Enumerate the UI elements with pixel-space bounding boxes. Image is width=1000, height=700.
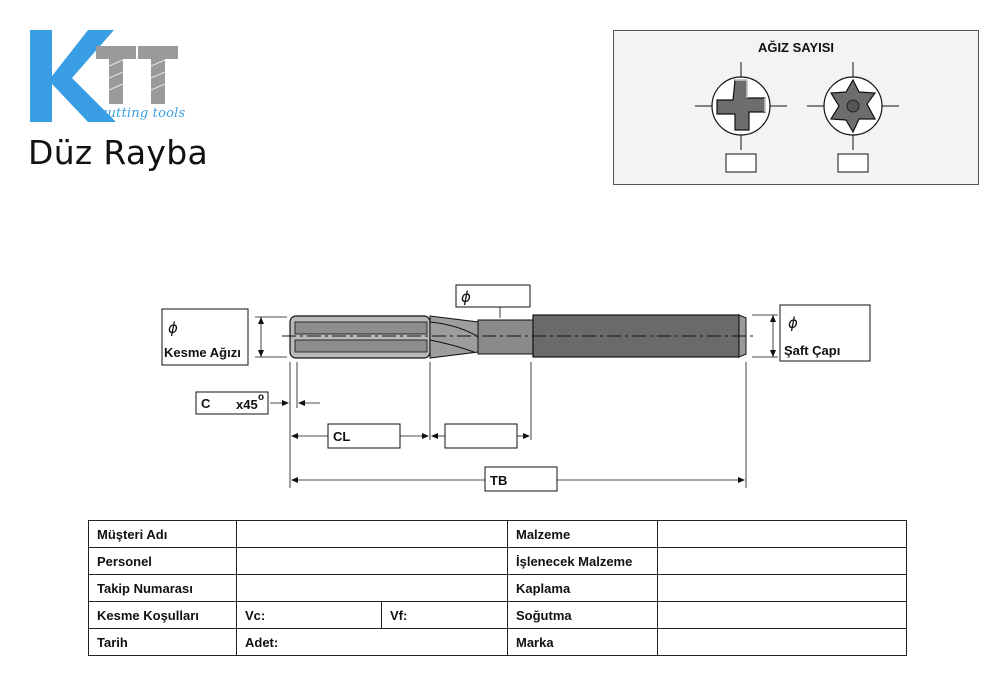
cutting-length-label: CL [333, 429, 350, 444]
material-label: Malzeme [507, 520, 658, 548]
chamfer-callout: C x45 o [195, 391, 320, 415]
neck-diameter-symbol: ϕ [461, 288, 471, 306]
neck-diameter-callout: ϕ [455, 284, 531, 318]
logo-tagline: cutting tools [100, 106, 186, 121]
table-row: Kesme Koşulları Vc: Vf: Soğutma [88, 601, 907, 629]
flute-count-panel: AĞIZ SAYISI [613, 30, 979, 185]
cutting-diameter-label: Kesme Ağızı [164, 345, 241, 360]
chamfer-angle-label: x45 [236, 397, 258, 412]
six-flute-checkbox[interactable] [837, 153, 869, 173]
cutting-conditions-label: Kesme Koşulları [88, 601, 237, 629]
table-row: Tarih Adet: Marka [88, 628, 907, 656]
shank-diameter-callout: ϕ Şaft Çapı [752, 304, 871, 362]
total-length-dimension: TB [291, 466, 745, 492]
total-length-label: TB [490, 473, 507, 488]
ktt-logo [30, 30, 178, 122]
neck-length-dimension [431, 423, 530, 449]
cutting-diameter-symbol: ϕ [168, 319, 178, 337]
page-title: Düz Rayba [28, 133, 208, 172]
table-row: Takip Numarası Kaplama [88, 574, 907, 602]
brand-label: Marka [507, 628, 658, 656]
customer-name-label: Müşteri Adı [88, 520, 237, 548]
six-flute-cross-section-icon [807, 62, 899, 150]
coating-field[interactable] [657, 574, 907, 602]
quantity-field[interactable]: Adet: [236, 628, 508, 656]
cutting-diameter-callout: ϕ Kesme Ağızı [161, 308, 287, 366]
shank-diameter-label: Şaft Çapı [784, 343, 840, 358]
staff-label: Personel [88, 547, 237, 575]
staff-field[interactable] [236, 547, 508, 575]
table-row: Personel İşlenecek Malzeme [88, 547, 907, 575]
tracking-number-label: Takip Numarası [88, 574, 237, 602]
chamfer-degree-mark: o [258, 392, 264, 403]
material-field[interactable] [657, 520, 907, 548]
shank-diameter-symbol: ϕ [788, 314, 798, 332]
table-row: Müşteri Adı Malzeme [88, 520, 907, 548]
cutting-length-dimension: CL [291, 423, 429, 449]
workpiece-material-field[interactable] [657, 547, 907, 575]
vc-field[interactable]: Vc: [236, 601, 382, 629]
brand-field[interactable] [657, 628, 907, 656]
reamer-body [282, 314, 755, 359]
flute-count-title: AĞIZ SAYISI [757, 40, 835, 55]
coating-label: Kaplama [507, 574, 658, 602]
workpiece-material-label: İşlenecek Malzeme [507, 547, 658, 575]
date-label: Tarih [88, 628, 237, 656]
tracking-number-field[interactable] [236, 574, 508, 602]
vf-field[interactable]: Vf: [381, 601, 508, 629]
reamer-drawing: ϕ Kesme Ağızı ϕ ϕ Şaft Çapı C x45 o [161, 284, 871, 492]
cooling-label: Soğutma [507, 601, 658, 629]
order-form-table: Müşteri Adı Malzeme Personel İşlenecek M… [88, 520, 907, 656]
four-flute-checkbox[interactable] [725, 153, 757, 173]
four-flute-cross-section-icon [695, 62, 787, 150]
chamfer-c-label: C [201, 396, 211, 411]
cooling-field[interactable] [657, 601, 907, 629]
customer-name-field[interactable] [236, 520, 508, 548]
